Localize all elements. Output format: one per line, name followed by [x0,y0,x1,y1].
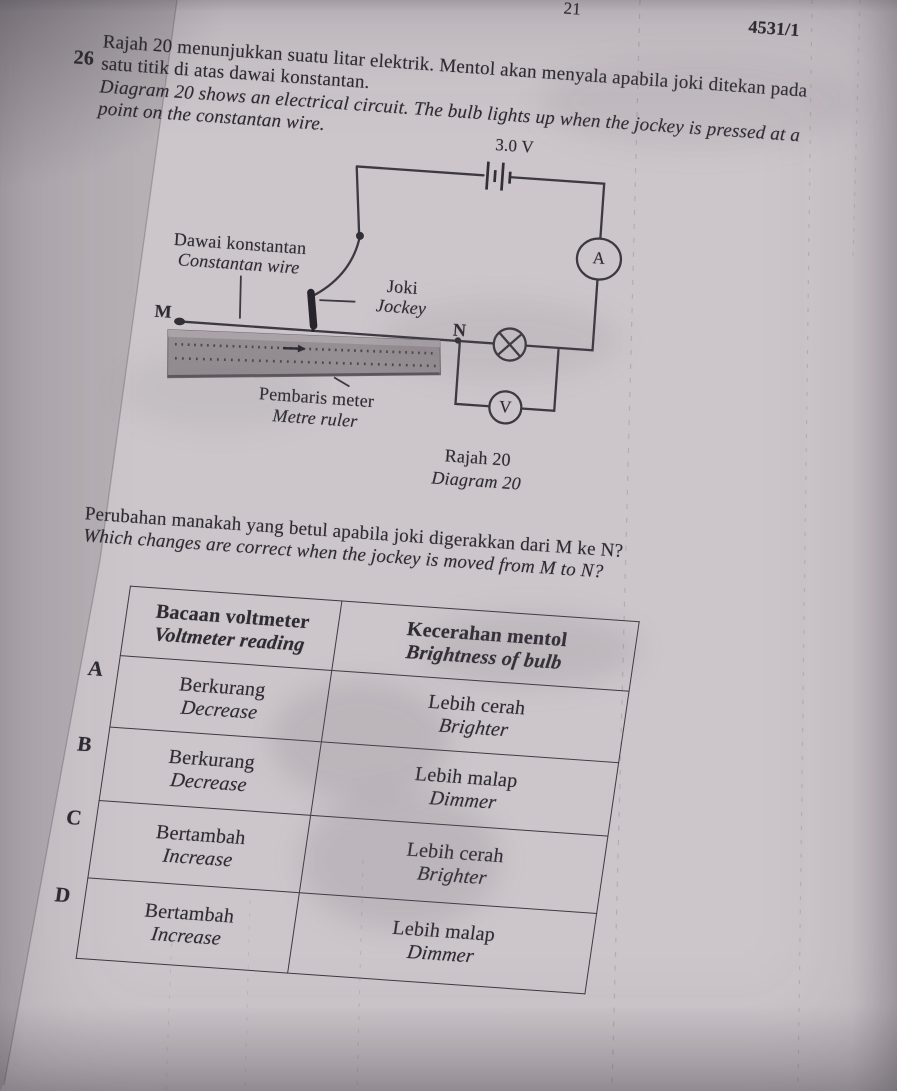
ammeter-letter: A [592,248,606,268]
jockey-symbol [307,288,318,332]
option-label-b: B [75,731,94,757]
option-label-c: C [64,804,84,830]
point-m-label: M [153,300,173,322]
ammeter-symbol [575,237,623,281]
page-number: 21 [562,0,582,19]
option-label-d: D [53,882,73,908]
prompt-text: Perubahan manakah yang betul apabila jok… [83,503,624,584]
bulb-symbol [492,327,527,362]
point-n-label: N [452,319,467,341]
point-m-dot [174,317,186,326]
option-label-a: A [86,656,106,681]
options-table: Bacaan voltmeter Voltmeter reading Kecer… [76,586,640,995]
battery-symbol [485,161,512,191]
voltmeter-letter: V [498,396,513,417]
answer-options: A B C D Bacaan voltmeter Voltmeter readi… [38,583,652,999]
cell-d-voltmeter: Bertambah Increase [76,877,300,974]
direction-arrow-icon [282,344,306,353]
question-number: 26 [72,46,95,70]
ruler-graphic [167,329,441,379]
label-pointer-lines [238,275,356,388]
circuit-diagram: 3.0 V A V M N Dawai konstantan Constanta… [139,110,640,458]
circuit-figure [167,161,623,425]
paper-code: 4531/1 [747,16,801,40]
junction-dot [355,231,364,240]
jockey-label: Joki Jockey [351,273,454,320]
circuit-wires [178,165,606,413]
point-n-dot [454,337,462,344]
voltmeter-symbol [488,390,523,425]
cell-c-voltmeter: Bertambah Increase [87,800,311,893]
